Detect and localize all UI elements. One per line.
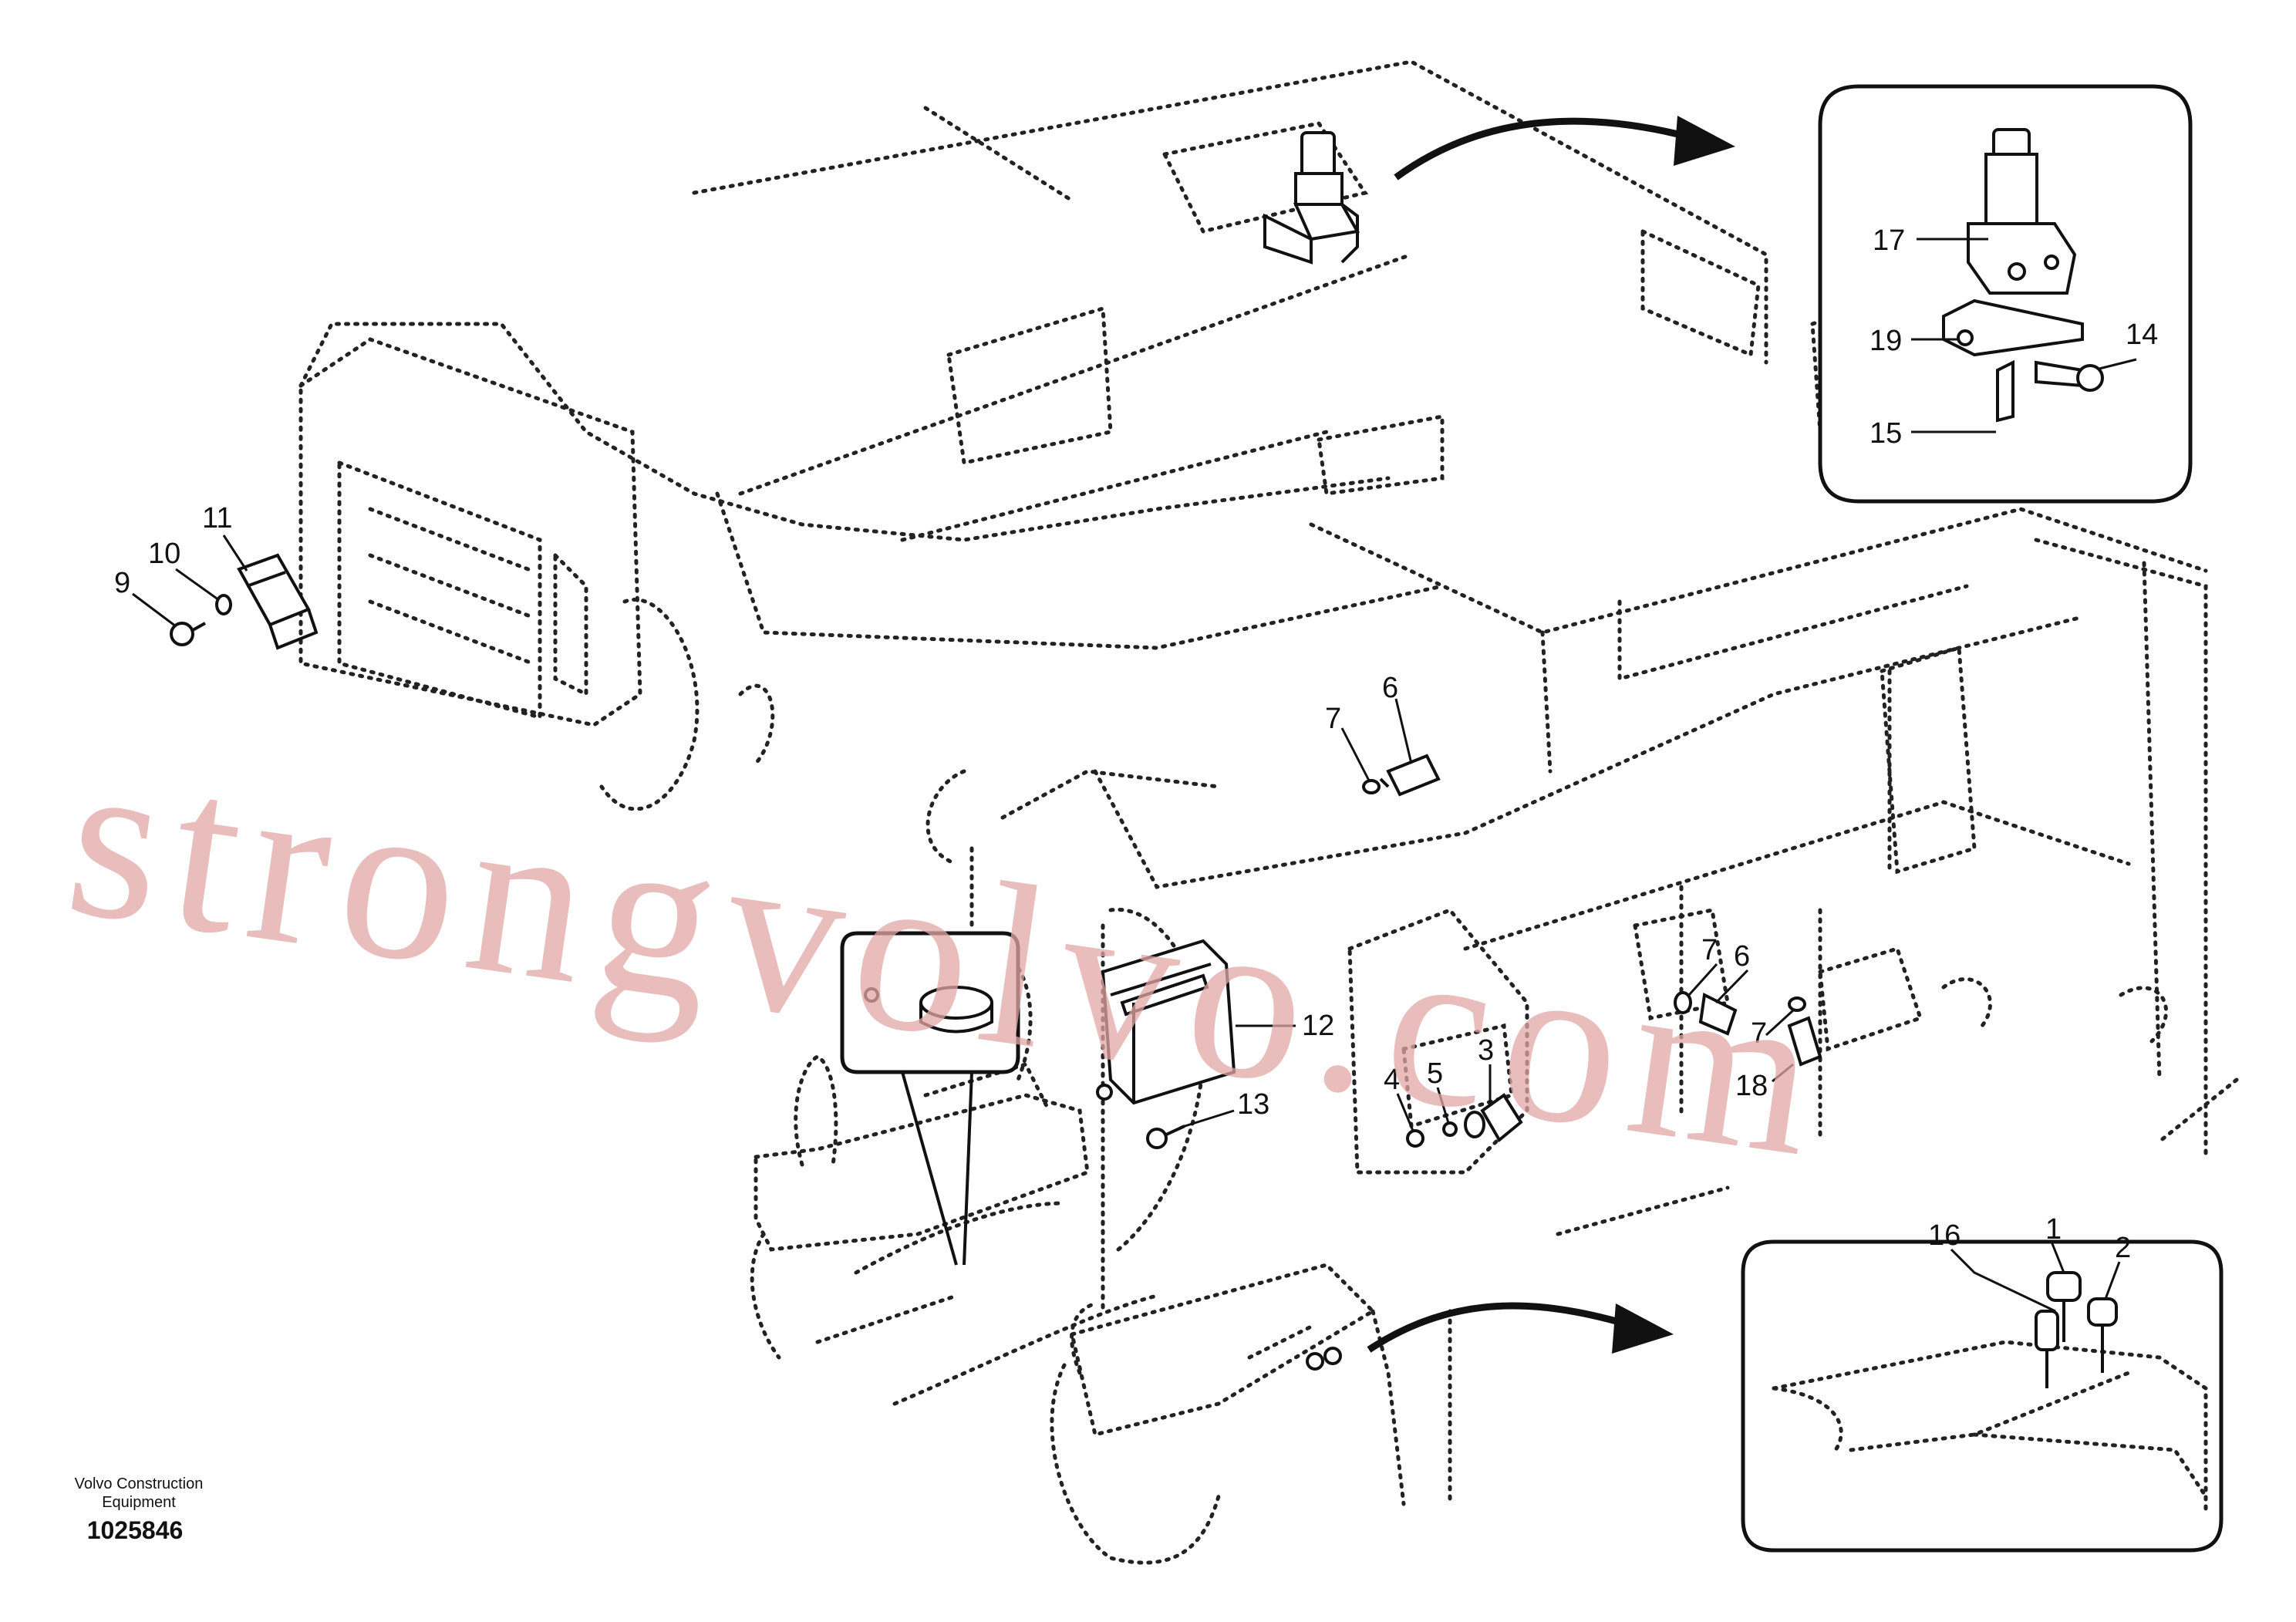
top-valve-part (1263, 131, 1360, 265)
figure-number: 1025846 (86, 1516, 184, 1544)
company-line-1: Volvo Construction (74, 1475, 204, 1492)
arrow-top (1394, 116, 1735, 180)
callout-7-right-a: 7 (1701, 934, 1718, 966)
inset-cap (840, 931, 1020, 1266)
callout-4: 4 (1384, 1064, 1400, 1096)
callout-11: 11 (202, 502, 232, 534)
callout-7-top: 7 (1325, 703, 1341, 735)
callout-18: 18 (1735, 1070, 1768, 1102)
callout-12: 12 (1302, 1010, 1334, 1042)
callout-2: 2 (2115, 1232, 2131, 1264)
sensor-6-lower (1674, 991, 1738, 1036)
callout-6-top: 6 (1382, 672, 1398, 704)
inset-console-detail (1741, 1239, 2224, 1553)
callouts: 9 10 11 7 6 12 13 4 5 3 7 6 7 18 1 2 16 … (114, 224, 2158, 1264)
leader-lines (132, 238, 2137, 1313)
callout-17: 17 (1873, 224, 1905, 257)
arrow-bottom (1367, 1302, 1674, 1354)
callout-9: 9 (114, 567, 130, 599)
sensor-6-upper (1362, 754, 1441, 797)
callout-1: 1 (2045, 1213, 2062, 1246)
inset-valve-detail (1818, 84, 2193, 504)
screw-13 (1146, 1125, 1185, 1149)
callout-7-right-b: 7 (1751, 1017, 1767, 1050)
callout-15: 15 (1870, 417, 1902, 450)
washer-4-5 (1406, 1121, 1458, 1148)
callout-3: 3 (1478, 1034, 1494, 1067)
callout-16: 16 (1928, 1219, 1961, 1252)
callout-19: 19 (1870, 325, 1902, 357)
callout-5: 5 (1427, 1057, 1443, 1090)
company-line-2: Equipment (102, 1494, 176, 1511)
switch-3 (1464, 1093, 1523, 1143)
console-switches (1306, 1347, 1342, 1371)
callout-13: 13 (1237, 1088, 1269, 1121)
company-name: Volvo Construction Equipment (46, 1475, 231, 1512)
screw-9 (170, 622, 206, 646)
washer-10 (215, 594, 232, 615)
callout-6-right: 6 (1734, 940, 1750, 973)
callout-14: 14 (2126, 319, 2158, 351)
sensor-18 (1787, 996, 1822, 1067)
callout-10: 10 (148, 538, 180, 570)
fuse-box-relay-11 (237, 553, 319, 650)
ecu-12 (1096, 939, 1236, 1105)
